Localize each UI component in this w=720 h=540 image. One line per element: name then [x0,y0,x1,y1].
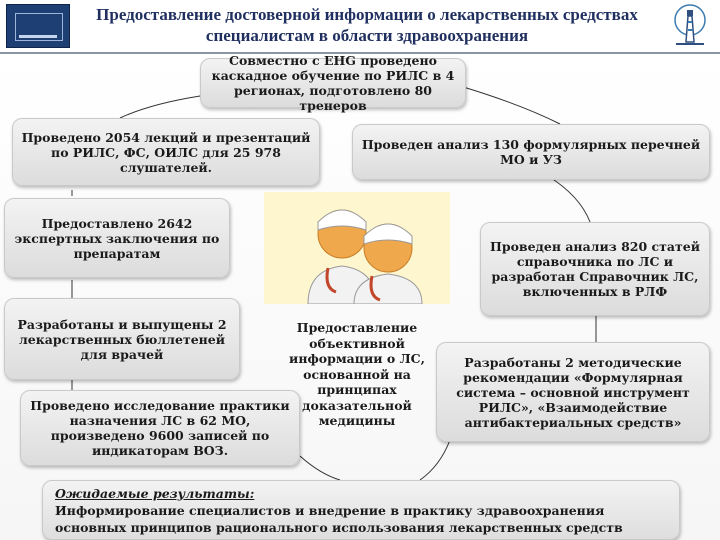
connector [547,175,591,223]
expected-results-text: Информирование специалистов и внедрение … [55,503,623,535]
header: Предоставление достоверной информации о … [0,0,720,54]
connector [119,95,201,119]
doctors-icon [307,209,423,305]
title-divider [0,52,720,54]
connector [459,85,561,125]
box-prescribing-study: Проведено исследование практики назначен… [20,390,300,466]
organization-logo [6,4,70,48]
lighthouse-logo-icon [674,4,706,45]
connector [299,455,341,481]
logo-frame [15,13,63,41]
connector [419,439,451,481]
box-expert-opinions: Предоставлено 2642 экспертных заключения… [4,198,230,278]
expected-results-box: Ожидаемые результаты: Информирование спе… [42,480,680,540]
box-formulary-analysis: Проведен анализ 130 формулярных перечней… [352,124,710,180]
box-guidelines: Разработаны 2 методические рекомендации … [436,342,710,442]
box-lectures: Проведено 2054 лекций и презентаций по Р… [12,118,320,186]
box-bulletins: Разработаны и выпущены 2 лекарственных б… [4,298,240,380]
logo-bar [19,35,57,38]
doctors-illustration [264,192,450,305]
central-goal-text: Предоставление объективной информации о … [289,320,425,428]
box-handbook: Проведен анализ 820 статей справочника п… [480,222,710,316]
expected-results-heading: Ожидаемые результаты: [55,486,255,501]
page-title: Предоставление достоверной информации о … [96,5,638,45]
box-cascade-training: Совместно с EHG проведено каскадное обуч… [200,53,466,113]
